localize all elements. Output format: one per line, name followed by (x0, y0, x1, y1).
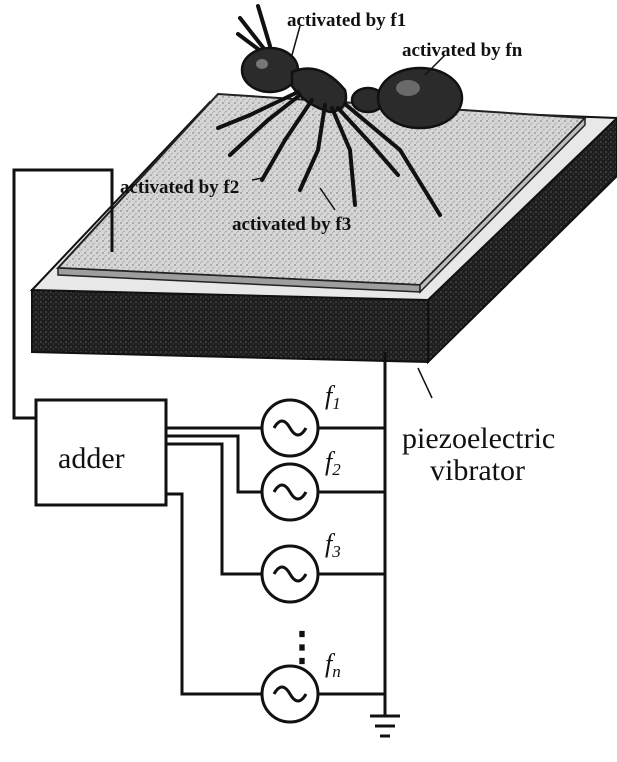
adder-label: adder (58, 442, 125, 475)
label-activated-f3: activated by f3 (232, 214, 351, 235)
label-activated-f2: activated by f2 (120, 177, 239, 198)
ant-antenna (238, 6, 270, 52)
vibrator-pointer (418, 368, 432, 398)
oscillator-fn (262, 666, 385, 722)
vibrator-front-face (32, 290, 428, 362)
oscillator-f2 (262, 464, 385, 520)
freq-f2: f2 (325, 447, 341, 479)
common-bus (385, 352, 432, 716)
vibrator-label: piezoelectric vibrator (402, 422, 555, 487)
oscillator-f1 (262, 400, 385, 456)
vibrator-label-line1: piezoelectric (402, 422, 555, 455)
ant-abdomen (378, 68, 462, 128)
adder: adder (36, 400, 166, 505)
vibrator-label-line2: vibrator (430, 454, 525, 487)
oscillator-f3 (262, 546, 385, 602)
ellipsis-dots: ⋮ (282, 624, 322, 669)
ground-icon (370, 716, 400, 736)
label-activated-fn: activated by fn (402, 40, 523, 61)
oscillators: ⋮ (262, 400, 385, 722)
frequency-labels: f1 f2 f3 fn (325, 381, 341, 681)
freq-f3: f3 (325, 529, 341, 561)
freq-f1: f1 (325, 381, 341, 413)
adder-wires (166, 428, 262, 694)
label-activated-f1: activated by f1 (287, 10, 406, 31)
freq-fn: fn (325, 649, 341, 681)
ant-head (242, 48, 298, 92)
